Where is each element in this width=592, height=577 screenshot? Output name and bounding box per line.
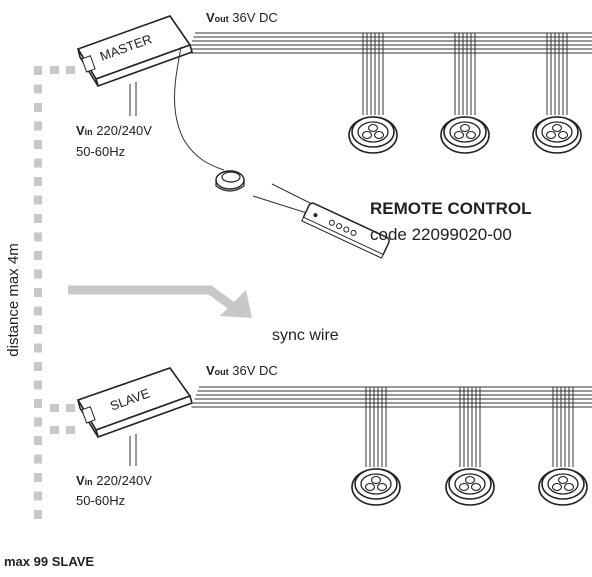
distance-dash (66, 426, 75, 434)
distance-dash (34, 307, 42, 316)
distance-dash (34, 510, 42, 519)
distance-dash (34, 473, 42, 482)
distance-dash (34, 418, 42, 427)
distance-dash (50, 426, 59, 434)
master-vin: Vin 220/240V (76, 123, 152, 138)
downlight-icon (539, 469, 587, 505)
distance-dash (34, 66, 42, 75)
max-slave-label: max 99 SLAVE (4, 554, 94, 569)
distance-dash (34, 325, 42, 334)
distance-dash (34, 122, 42, 131)
downlight-icon (349, 117, 397, 153)
slave-vin: Vin 220/240V (76, 473, 152, 488)
distance-dash (34, 436, 42, 445)
distance-dash (34, 233, 42, 242)
receiver-cable (175, 47, 224, 170)
downlight-icon (446, 469, 494, 505)
remote-title: REMOTE CONTROL (370, 199, 532, 218)
slave-wiring (192, 387, 592, 467)
sync-arrow (68, 290, 232, 306)
master-vout: Vout 36V DC (206, 10, 278, 25)
sync-wire-label: sync wire (272, 327, 339, 344)
distance-dash (66, 66, 75, 74)
distance-dash (34, 288, 42, 297)
distance-dash (34, 251, 42, 260)
remote-code: code 22099020-00 (370, 225, 512, 244)
master-driver: MASTER (78, 16, 192, 86)
master-wiring (188, 33, 592, 115)
distance-dash (34, 159, 42, 168)
distance-dash (34, 177, 42, 186)
master-vin-freq: 50-60Hz (76, 144, 125, 159)
distance-dash (34, 140, 42, 149)
distance-dash (34, 455, 42, 464)
downlight-icon (533, 117, 581, 153)
distance-dash (50, 66, 59, 74)
downlight-icon (352, 469, 400, 505)
distance-dash (34, 103, 42, 112)
distance-dash (34, 214, 42, 223)
distance-dash (34, 85, 42, 94)
slave-driver: SLAVE (78, 368, 192, 437)
distance-dash (34, 399, 42, 408)
distance-dash (66, 404, 75, 412)
slave-vout: Vout 36V DC (206, 363, 278, 378)
ir-receiver-icon (216, 171, 244, 191)
distance-dash (34, 492, 42, 501)
downlight-icon (441, 117, 489, 153)
distance-label: distance max 4m (5, 243, 22, 356)
distance-dash (34, 381, 42, 390)
distance-dash (50, 404, 59, 412)
distance-dash (34, 344, 42, 353)
distance-dash (34, 196, 42, 205)
slave-vin-freq: 50-60Hz (76, 493, 125, 508)
distance-dash (34, 362, 42, 371)
distance-dash (34, 270, 42, 279)
